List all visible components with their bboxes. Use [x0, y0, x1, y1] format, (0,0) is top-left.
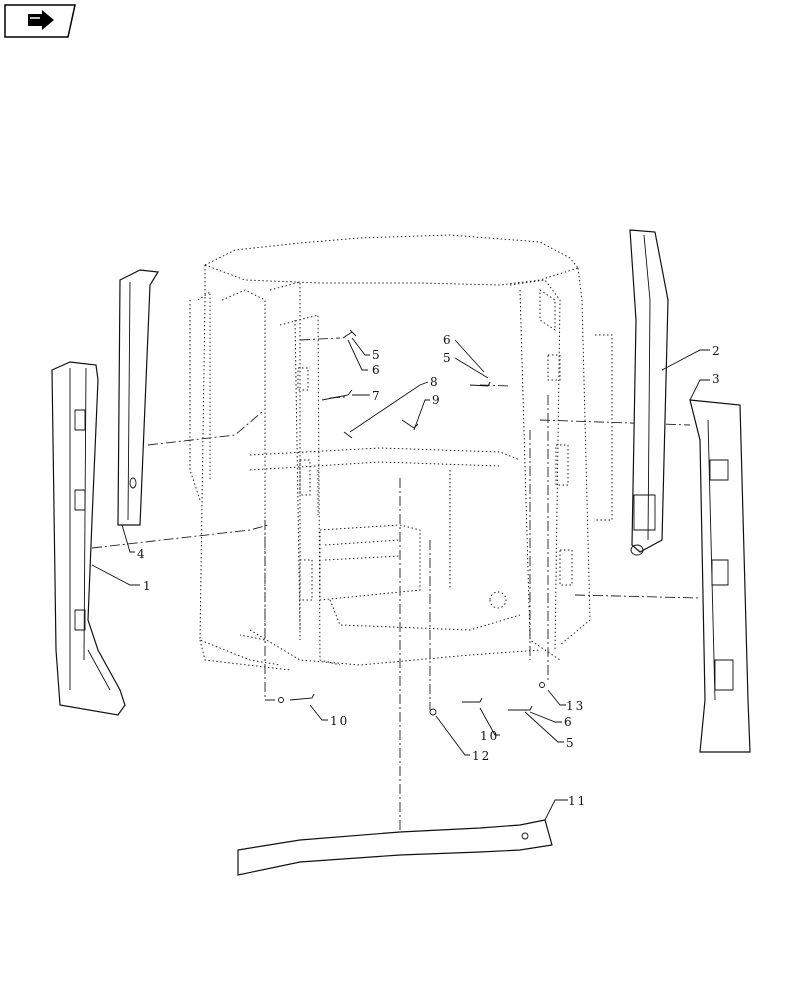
callout-1: 1	[143, 579, 153, 593]
callout-12: 12	[472, 749, 491, 763]
cab-frame	[189, 234, 613, 671]
callout-13: 13	[566, 699, 585, 713]
callout-6a: 6	[372, 363, 382, 377]
part-11-lower-trim-strip	[237, 819, 553, 876]
part-3-right-lower-pillar	[689, 399, 751, 753]
part-4-narrow-trim	[117, 269, 160, 526]
callout-2: 2	[712, 344, 722, 358]
callout-10a: 10	[330, 714, 349, 728]
callout-6b: 6	[443, 333, 453, 347]
callout-10b: 10	[480, 729, 499, 743]
callout-7: 7	[372, 389, 382, 403]
callout-4: 4	[137, 547, 147, 561]
callout-5c: 5	[566, 736, 576, 750]
callout-8: 8	[430, 375, 440, 389]
callout-5b: 5	[443, 351, 453, 365]
fasteners	[278, 329, 545, 716]
part-2-right-upper-pillar	[629, 229, 669, 556]
previous-page-nav[interactable]	[4, 4, 76, 38]
part-1-left-pillar-trim	[51, 361, 126, 716]
callout-11: 11	[568, 794, 587, 808]
alignment-lines	[91, 337, 701, 830]
page-arrow-icon	[4, 4, 76, 38]
callout-numbers: 1 2 3 4 5 6 7 8 9 6 5 10 10 12 13 6 5 11	[137, 333, 722, 808]
callout-3: 3	[712, 372, 722, 386]
callout-5a: 5	[372, 348, 382, 362]
leader-lines	[91, 337, 710, 821]
callout-6c: 6	[564, 715, 574, 729]
callout-9: 9	[432, 393, 442, 407]
